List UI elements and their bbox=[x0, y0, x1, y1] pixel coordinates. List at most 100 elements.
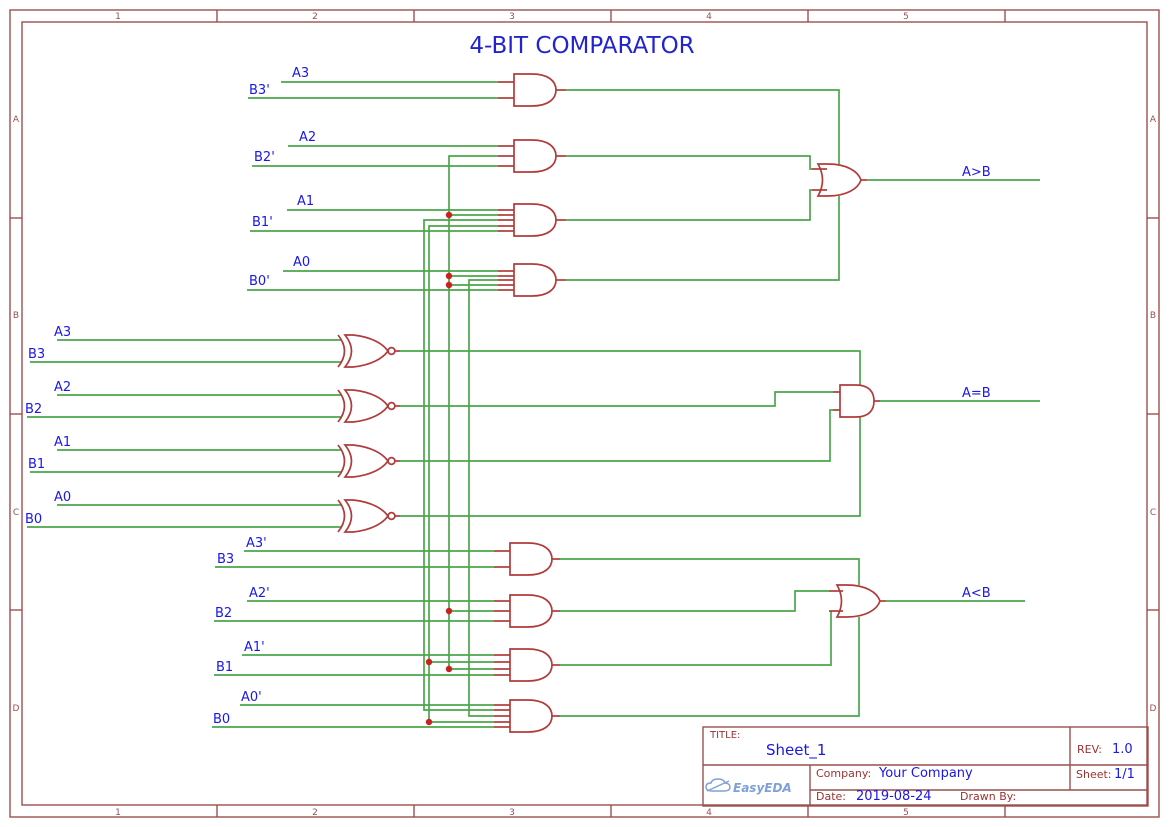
or-gate-gt bbox=[816, 163, 862, 197]
cloud-icon bbox=[705, 778, 731, 792]
and-gate-lt-bit3 bbox=[509, 542, 553, 576]
net-label[interactable]: A2 bbox=[54, 380, 71, 395]
net-label[interactable]: B1 bbox=[28, 457, 45, 472]
net-label[interactable]: B2 bbox=[25, 402, 42, 417]
wire-bus bbox=[448, 155, 498, 670]
svg-text:3: 3 bbox=[509, 808, 515, 818]
wire bbox=[560, 611, 832, 666]
svg-text:2: 2 bbox=[312, 12, 318, 22]
wire bbox=[400, 417, 861, 517]
net-label[interactable]: A0' bbox=[241, 690, 262, 705]
svg-text:1: 1 bbox=[115, 808, 121, 818]
date-value[interactable]: 2019-08-24 bbox=[856, 789, 932, 804]
net-label[interactable]: A2' bbox=[249, 586, 270, 601]
title-block: TITLE: Sheet_1 REV: 1.0 Company: Your Co… bbox=[702, 726, 1149, 807]
net-label[interactable]: A1 bbox=[54, 435, 71, 450]
company-value[interactable]: Your Company bbox=[878, 766, 973, 781]
sheet-title-value[interactable]: Sheet_1 bbox=[766, 741, 826, 760]
svg-text:5: 5 bbox=[903, 12, 909, 22]
svg-text:3: 3 bbox=[509, 12, 515, 22]
wires[interactable] bbox=[27, 81, 1040, 728]
rev-value[interactable]: 1.0 bbox=[1112, 742, 1133, 757]
xnor-gate-bit0 bbox=[337, 499, 396, 533]
wire bbox=[566, 189, 812, 221]
net-label[interactable]: B3 bbox=[217, 552, 234, 567]
net-label[interactable]: B0' bbox=[249, 274, 270, 289]
logo-text: EasyEDA bbox=[733, 781, 792, 795]
svg-text:2: 2 bbox=[312, 808, 318, 818]
net-label[interactable]: A2 bbox=[299, 130, 316, 145]
net-label[interactable]: B3 bbox=[28, 347, 45, 362]
wire bbox=[566, 155, 812, 170]
and-gate-gt-bit1 bbox=[513, 203, 557, 237]
frame-column-labels-top: 1 2 3 4 5 bbox=[115, 12, 909, 22]
easyeda-logo: EasyEDA bbox=[705, 778, 792, 795]
net-label-output-eq[interactable]: A=B bbox=[962, 386, 991, 401]
and-gate-lt-bit0 bbox=[509, 699, 553, 733]
wire bbox=[560, 617, 860, 717]
svg-text:D: D bbox=[1150, 704, 1157, 714]
wire bbox=[560, 558, 860, 585]
net-label-output-lt[interactable]: A<B bbox=[962, 586, 991, 601]
net-label[interactable]: A3 bbox=[54, 325, 71, 340]
and-gate-lt-bit2 bbox=[509, 594, 553, 628]
rev-label: REV: bbox=[1077, 743, 1102, 756]
svg-text:B: B bbox=[1150, 311, 1156, 321]
sheet-label: Sheet: bbox=[1076, 768, 1112, 781]
net-label[interactable]: B3' bbox=[249, 83, 270, 98]
net-label[interactable]: B1' bbox=[252, 215, 273, 230]
and-gate-gt-bit0 bbox=[513, 263, 557, 297]
svg-text:4: 4 bbox=[706, 808, 712, 818]
inverter-bubble bbox=[387, 511, 396, 521]
net-labels: A3 B3' A2 B2' A1 B1' A0 B0' A3 B3 A2 B2 … bbox=[25, 66, 991, 727]
sheet-frame: 1 2 3 4 5 1 2 3 4 5 A B C D A B C D bbox=[9, 9, 1160, 818]
net-label[interactable]: A3' bbox=[246, 536, 267, 551]
net-label-output-gt[interactable]: A>B bbox=[962, 165, 991, 180]
wire-bus bbox=[423, 219, 498, 711]
wire bbox=[400, 350, 861, 385]
title-block-border bbox=[702, 726, 1149, 807]
net-label[interactable]: A3 bbox=[292, 66, 309, 81]
junction-dots bbox=[425, 211, 453, 726]
drawn-by-label: Drawn By: bbox=[960, 790, 1016, 803]
inverter-bubble bbox=[387, 346, 396, 356]
net-label[interactable]: B1 bbox=[216, 660, 233, 675]
svg-text:1: 1 bbox=[115, 12, 121, 22]
frame-inner-border bbox=[21, 21, 1148, 806]
net-label[interactable]: A1' bbox=[244, 640, 265, 655]
wire bbox=[566, 196, 840, 281]
company-label: Company: bbox=[816, 767, 871, 780]
net-label[interactable]: B2 bbox=[215, 606, 232, 621]
net-label[interactable]: A1 bbox=[297, 194, 314, 209]
and-gate-gt-bit3 bbox=[513, 73, 557, 107]
gates[interactable] bbox=[337, 73, 881, 733]
net-label[interactable]: A0 bbox=[54, 490, 71, 505]
or-gate-lt bbox=[835, 584, 881, 618]
wire-bus bbox=[468, 279, 498, 717]
sheet-value[interactable]: 1/1 bbox=[1114, 767, 1135, 782]
net-label[interactable]: A0 bbox=[293, 255, 310, 270]
xnor-gate-bit3 bbox=[337, 334, 396, 368]
date-label: Date: bbox=[816, 790, 846, 803]
net-label[interactable]: B2' bbox=[254, 150, 275, 165]
inverter-bubble bbox=[387, 401, 396, 411]
svg-text:4: 4 bbox=[706, 12, 712, 22]
title-label: TITLE: bbox=[709, 730, 740, 741]
net-label[interactable]: B0 bbox=[213, 712, 230, 727]
svg-text:B: B bbox=[13, 311, 19, 321]
frame-ticks bbox=[10, 10, 1159, 817]
wire bbox=[400, 409, 833, 462]
schematic-title[interactable]: 4-BIT COMPARATOR bbox=[469, 33, 694, 59]
wire bbox=[560, 590, 829, 612]
inverter-bubble bbox=[387, 456, 396, 466]
frame-outer-border bbox=[9, 9, 1160, 818]
svg-text:A: A bbox=[13, 115, 20, 125]
and-gate-lt-bit1 bbox=[509, 648, 553, 682]
frame-column-labels-bottom: 1 2 3 4 5 bbox=[115, 808, 909, 818]
wire bbox=[566, 89, 840, 164]
svg-text:C: C bbox=[13, 508, 19, 518]
net-label[interactable]: B0 bbox=[25, 512, 42, 527]
svg-text:A: A bbox=[1150, 115, 1157, 125]
wire-bus bbox=[428, 225, 498, 723]
